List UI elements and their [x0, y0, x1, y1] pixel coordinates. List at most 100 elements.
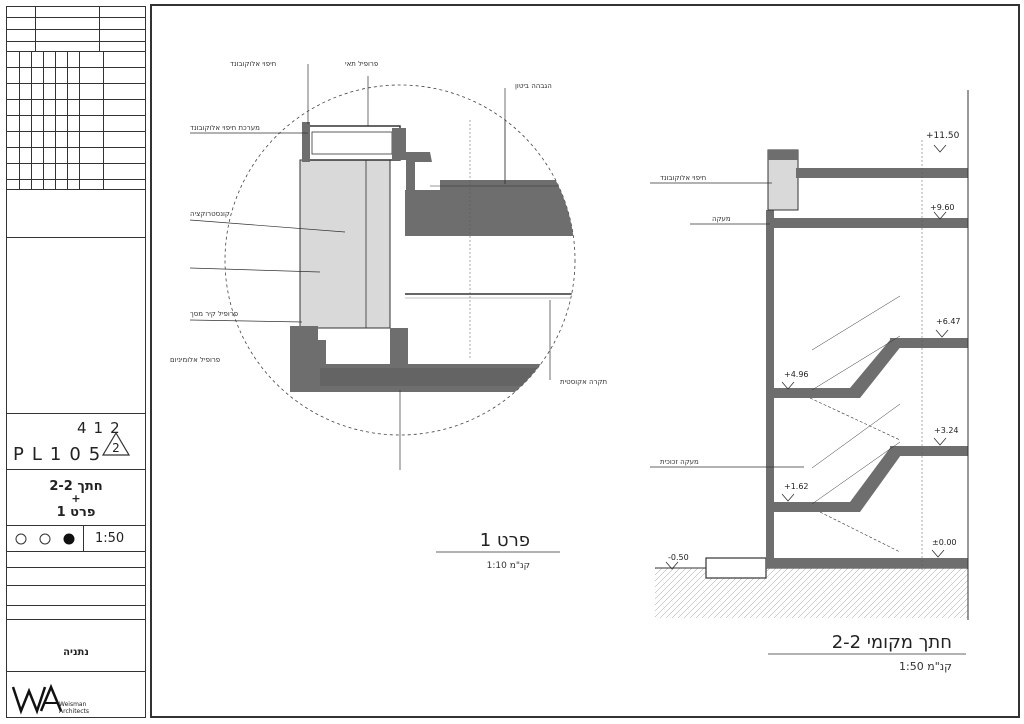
drawing-scale: 1:50 — [95, 531, 125, 546]
ground-hatch — [655, 568, 968, 618]
consultant-row-line — [7, 147, 145, 148]
drawing-frame — [150, 4, 1020, 718]
consultant-row-line — [7, 179, 145, 180]
stage-circle-filled-icon — [63, 533, 75, 545]
project-number: 412 — [77, 419, 127, 437]
consultant-row-line — [7, 83, 145, 84]
detail-callout: פרופיל תאי — [345, 60, 378, 68]
info-row-line — [7, 605, 145, 606]
company-logo — [11, 683, 63, 715]
detail-title: פרט 1 — [480, 530, 530, 551]
landing-slab — [770, 388, 850, 398]
rev-row-line — [7, 29, 145, 30]
ground-slab — [706, 558, 968, 568]
detail-callout: קונסטרוקציה — [190, 210, 230, 218]
title-block: 412 PL105 2 חתך 2-2 + פרט 1 1:50 נתניה — [6, 6, 146, 718]
level-label: +4.96 — [784, 370, 809, 379]
landing-slab — [890, 338, 968, 348]
section-line — [7, 469, 145, 470]
detail-callout: מערכת חיפוי אלוקובונד — [190, 124, 260, 132]
level-label: +3.24 — [934, 426, 959, 435]
section-leader-lines — [650, 182, 804, 468]
parapet-cladding — [304, 125, 401, 161]
consultant-row-line — [7, 163, 145, 164]
detail-callout: חיפוי אלוקובונד — [230, 60, 276, 68]
rev-row-line — [7, 51, 145, 52]
detail-callout: פרופיל אלומיניום — [170, 356, 220, 364]
level-label: +9.60 — [930, 203, 955, 212]
section-callout: חיפוי אלוקובונד — [660, 174, 706, 182]
city-name: נתניה — [63, 647, 89, 658]
info-row-line — [7, 567, 145, 568]
consultant-row-line — [7, 131, 145, 132]
consultant-col-line — [55, 51, 56, 189]
company-name: Weisman Architects — [59, 701, 90, 715]
notes-bottom-line — [7, 237, 145, 238]
drawing-title-plus: + — [71, 493, 81, 504]
roof-slab-section — [796, 168, 968, 178]
info-row-line — [7, 619, 145, 620]
detail-scale: קנ"מ 1:10 — [487, 561, 530, 571]
section-callout: מעקה — [712, 215, 731, 223]
consultant-col-line — [19, 51, 20, 189]
cladding-bracket — [392, 128, 406, 160]
drawing-title-line1: חתך 2-2 — [49, 479, 103, 494]
section-divider — [83, 525, 84, 551]
consultant-row-line — [7, 115, 145, 116]
detail-boundary-circle — [224, 84, 576, 436]
curtain-wall-panel — [299, 159, 391, 329]
detail-callout: פרופיל קיר מסך — [190, 310, 238, 318]
cladding-bracket — [302, 122, 310, 162]
stair-railing — [811, 295, 901, 505]
stage-circle-icon — [15, 533, 27, 545]
info-row-line — [7, 585, 145, 586]
roof-slab — [405, 180, 575, 236]
level-label: -0.50 — [668, 553, 689, 562]
floor-slab — [290, 326, 575, 392]
consultant-col-line — [31, 51, 32, 189]
section-2-2: +11.50 +9.60 +6.47 +4.96 +3.24 +1.62 ±0.… — [650, 90, 969, 673]
consultant-row-line — [7, 67, 145, 68]
level-markers: +11.50 +9.60 +6.47 +4.96 +3.24 +1.62 ±0.… — [665, 131, 961, 570]
rev-col-line — [35, 7, 36, 51]
floor-slab-section — [770, 218, 968, 228]
rev-row-line — [7, 41, 145, 42]
section-line — [7, 551, 145, 552]
level-label: +6.47 — [936, 317, 961, 326]
drawing-title-line2: פרט 1 — [56, 505, 96, 520]
rev-col-line — [99, 7, 100, 51]
stage-circle-icon — [39, 533, 51, 545]
detail-callout: תקרה אקוסטית — [560, 378, 607, 386]
stage-indicators — [15, 533, 75, 545]
consultant-row-line — [7, 99, 145, 100]
section-title: חתך מקומי 2-2 — [832, 632, 952, 653]
consultant-col-line — [103, 51, 104, 189]
plan-number: PL105 — [13, 445, 109, 465]
revision-number: 2 — [112, 441, 120, 455]
parapet-upstand — [406, 152, 432, 190]
detail-1: חיפוי אלוקובונד פרופיל תאי הגבהה ביטון מ… — [170, 60, 607, 571]
consultant-col-line — [67, 51, 68, 189]
rev-row-line — [7, 17, 145, 18]
consultant-col-line — [43, 51, 44, 189]
column — [390, 328, 408, 368]
revision-triangle-icon: 2 — [101, 431, 131, 456]
section-line — [7, 525, 145, 526]
consultant-col-line — [79, 51, 80, 189]
stair-flight — [850, 448, 906, 512]
level-label: +11.50 — [926, 131, 960, 141]
level-label: +1.62 — [784, 482, 809, 491]
level-label: ±0.00 — [932, 538, 957, 547]
section-line — [7, 413, 145, 414]
landing-slab — [770, 502, 850, 512]
detail-leader-lines — [189, 64, 551, 470]
detail-callout: הגבהה ביטון — [515, 82, 552, 90]
section-line — [7, 671, 145, 672]
consultant-row-line — [7, 189, 145, 190]
section-scale: קנ"מ 1:50 — [899, 660, 952, 673]
stair-flight — [850, 340, 906, 398]
section-callout: מעקה זכוכית — [660, 458, 699, 466]
landing-slab — [890, 446, 968, 456]
